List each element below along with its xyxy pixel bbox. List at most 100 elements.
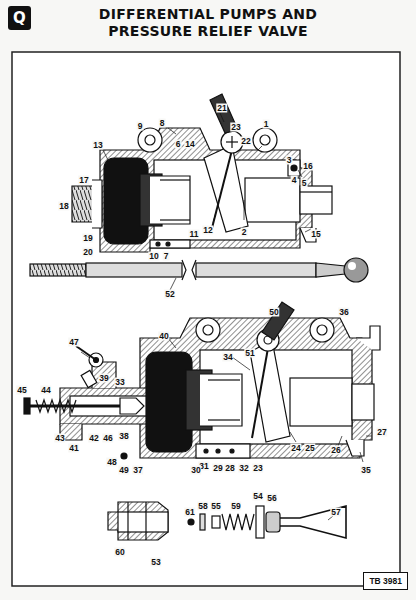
drawing-path xyxy=(92,180,102,228)
drawing-rect xyxy=(200,514,205,530)
drawing-circle xyxy=(203,325,213,335)
callout-number: 39 xyxy=(98,374,109,383)
callout-number: 27 xyxy=(376,428,387,437)
callout-number: 44 xyxy=(40,386,51,395)
drawing-path xyxy=(213,212,216,223)
callout-number: 52 xyxy=(164,290,175,299)
drawing-rect xyxy=(352,384,374,420)
callout-number: 41 xyxy=(68,444,79,453)
drawing-line xyxy=(160,179,190,180)
drawing-path xyxy=(140,318,372,458)
logo-badge: Q xyxy=(8,6,31,30)
drawing-path xyxy=(182,260,196,280)
drawing-path xyxy=(200,374,242,426)
callout-number: 14 xyxy=(184,140,195,149)
drawing-rect xyxy=(146,352,192,452)
callout-number: 22 xyxy=(240,137,251,146)
drawing-path xyxy=(36,400,76,412)
callout-number: 53 xyxy=(150,558,161,567)
callout-number: 5 xyxy=(301,179,308,188)
callout-number: 7 xyxy=(163,252,170,261)
callout-number: 42 xyxy=(88,434,99,443)
drawing-circle xyxy=(145,135,155,145)
callout-number: 54 xyxy=(252,492,263,501)
reference-box: TB 3981 xyxy=(363,572,408,590)
callout-number: 24 xyxy=(290,444,301,453)
drawing-path xyxy=(76,346,96,360)
drawing-rect xyxy=(30,264,86,276)
callout-number: 37 xyxy=(132,466,143,475)
leader-lines xyxy=(81,113,372,520)
drawing-path xyxy=(244,200,245,220)
callout-number: 60 xyxy=(114,548,125,557)
drawing-circle xyxy=(204,449,208,453)
drawing-path xyxy=(280,506,346,538)
drawing-circle xyxy=(260,135,270,145)
callout-number: 9 xyxy=(137,122,144,131)
callout-number: 43 xyxy=(54,434,65,443)
callout-number: 17 xyxy=(78,176,89,185)
drawing-path xyxy=(168,128,176,134)
drawing-path xyxy=(100,128,312,252)
callout-number: 13 xyxy=(92,141,103,150)
callout-number: 23 xyxy=(252,464,263,473)
callout-number: 4 xyxy=(291,176,298,185)
upper-pump xyxy=(72,94,332,252)
drawing-path xyxy=(220,113,224,122)
callout-number: 35 xyxy=(360,466,371,475)
callout-number: 46 xyxy=(102,434,113,443)
drawing-path xyxy=(316,263,345,277)
callout-number: 48 xyxy=(106,458,117,467)
drawing-circle xyxy=(138,128,162,152)
drawing-rect xyxy=(86,263,182,277)
drawing-circle xyxy=(230,449,234,453)
drawing-rect xyxy=(118,512,168,532)
callout-number: 8 xyxy=(159,119,166,128)
drawing-rect xyxy=(150,240,190,248)
callout-number: 20 xyxy=(82,248,93,257)
drawing-path xyxy=(222,514,254,530)
drawing-path xyxy=(360,452,363,462)
drawing-circle xyxy=(291,165,297,171)
callout-number: 47 xyxy=(68,338,79,347)
drawing-circle xyxy=(310,318,334,342)
drawing-path xyxy=(258,146,262,150)
drawing-rect xyxy=(196,444,250,458)
callout-number: 18 xyxy=(58,202,69,211)
drawing-path xyxy=(212,150,232,228)
callout-number: 45 xyxy=(16,386,27,395)
drawing-circle xyxy=(253,128,277,152)
callout-number: 28 xyxy=(224,464,235,473)
callout-number: 26 xyxy=(330,446,341,455)
drawing-circle xyxy=(348,262,356,270)
callout-number: 59 xyxy=(230,502,241,511)
lower-pump xyxy=(24,302,380,459)
callout-number: 11 xyxy=(189,230,200,239)
drawing-path xyxy=(366,436,372,437)
callout-number: 55 xyxy=(210,502,221,511)
callout-number: 29 xyxy=(212,464,223,473)
callout-number: 33 xyxy=(114,378,125,387)
drawing-circle xyxy=(317,325,327,335)
drawing-path xyxy=(356,326,380,350)
drawing-circle xyxy=(166,242,170,246)
callout-number: 40 xyxy=(158,332,169,341)
drawing-rect xyxy=(266,512,280,532)
callout-number: 30 xyxy=(190,466,201,475)
node-text: TB 3981 xyxy=(369,576,402,586)
drawing-circle xyxy=(156,242,160,246)
drawing-path xyxy=(232,357,250,370)
callout-number: 61 xyxy=(184,508,195,517)
drawing-circle xyxy=(188,519,194,525)
callout-number: 21 xyxy=(216,104,227,113)
drawing-line xyxy=(145,502,146,540)
callout-number: 57 xyxy=(330,508,341,517)
drawing-line xyxy=(127,502,128,540)
drawing-circle xyxy=(121,453,127,459)
drawing-line xyxy=(231,136,232,148)
operating-rod xyxy=(30,258,368,282)
title: DIFFERENTIAL PUMPS AND PRESSURE RELIEF V… xyxy=(88,6,328,40)
drawing-path xyxy=(262,302,294,340)
drawing-line xyxy=(160,219,190,220)
